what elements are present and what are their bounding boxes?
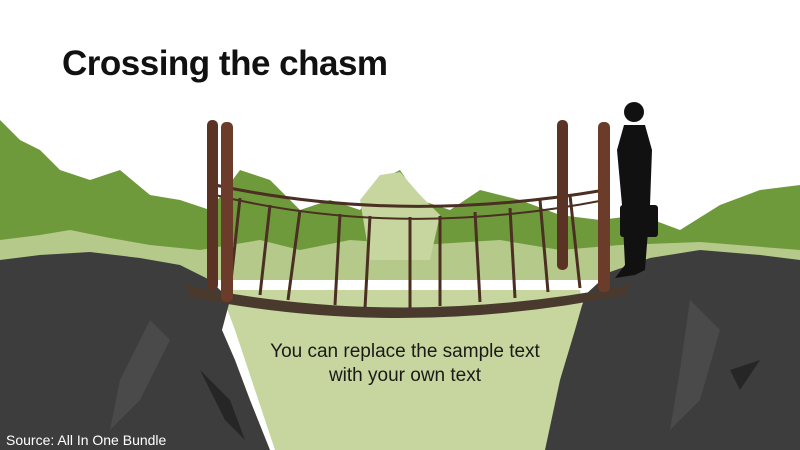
left-cliff: [0, 252, 270, 450]
slide-body-text: You can replace the sample text with you…: [270, 341, 540, 386]
chasm: [220, 290, 585, 450]
right-cliff: [545, 250, 800, 450]
slide-title: Crossing the chasm: [62, 44, 388, 83]
businessman-silhouette: [615, 102, 658, 278]
source-caption: Source: All In One Bundle: [6, 432, 167, 448]
rope-bridge: [185, 120, 630, 319]
